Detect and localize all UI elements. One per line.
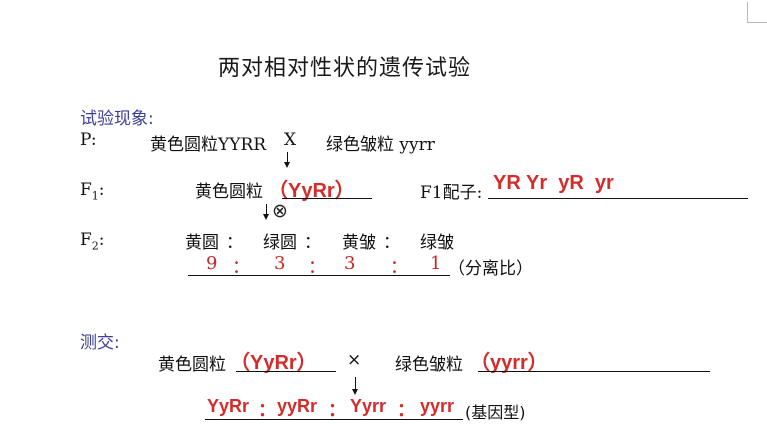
- f2-phenotype-1: 黄圆: [185, 233, 219, 253]
- f2-ratio-underline: [188, 275, 450, 276]
- down-arrow-icon: [352, 377, 358, 395]
- f2-phenotype-3: 黄皱: [342, 233, 376, 253]
- f2-phenotype-2: 绿圆: [263, 233, 297, 253]
- f1-gametes: YR Yr yR yr: [493, 172, 614, 194]
- f2-ratio-separator: ：: [232, 257, 250, 278]
- offspring-genotype-3: Yyrr: [350, 396, 387, 416]
- p-label: P:: [80, 130, 97, 150]
- testcross-heading: 测交:: [80, 333, 120, 353]
- testcross-parent2-underline: [478, 371, 710, 372]
- page-corner-mark: [747, 2, 767, 23]
- f2-phenotype-4: 绿皱: [420, 233, 454, 253]
- testcross-parent2-phenotype: 绿色皱粒: [395, 355, 463, 375]
- f1-genotype: （YyRr）: [268, 180, 355, 202]
- f2-ratio-1: 9: [206, 253, 218, 274]
- page-title: 两对相对性状的遗传试验: [218, 56, 472, 81]
- down-arrow-icon: [284, 152, 290, 168]
- offspring-genotype-4: yyrr: [420, 396, 455, 416]
- f1-phenotype: 黄色圆粒: [195, 182, 263, 202]
- f2-separator: ：: [383, 233, 400, 253]
- offspring-separator: ：: [397, 400, 415, 420]
- f2-ratio-2: 3: [274, 253, 286, 274]
- f2-ratio-separator: ：: [390, 257, 408, 278]
- f1-gametes-underline: [488, 198, 748, 199]
- testcross-cross-symbol: ×: [347, 350, 362, 370]
- testcross-parent1-phenotype: 黄色圆粒: [158, 355, 226, 375]
- f2-separator: ：: [226, 233, 243, 253]
- p-parent1: 黄色圆粒YYRR: [150, 135, 267, 155]
- offspring-genotype-2: yyRr: [277, 396, 318, 416]
- offspring-genotype-1: YyRr: [207, 396, 250, 416]
- offspring-note: (基因型): [465, 403, 526, 422]
- f2-ratio-separator: ：: [308, 257, 326, 278]
- f2-ratio-note: （分离比）: [448, 259, 533, 279]
- f1-gametes-label: F1配子:: [420, 183, 483, 203]
- testcross-parent1-underline: [236, 371, 336, 372]
- selfing-icon: ⊗: [272, 200, 288, 222]
- experiment-heading: 试验现象:: [80, 109, 154, 129]
- f2-separator: ：: [304, 233, 321, 253]
- f2-ratio-3: 3: [344, 253, 356, 274]
- p-cross-symbol: X: [284, 130, 297, 150]
- offspring-separator: ：: [258, 400, 276, 420]
- testcross-parent1-genotype: （YyRr）: [230, 352, 317, 374]
- f2-label: F2:: [80, 230, 105, 253]
- f2-ratio-4: 1: [430, 253, 442, 274]
- f1-genotype-underline: [282, 198, 372, 199]
- offspring-separator: ：: [328, 400, 346, 420]
- offspring-underline: [205, 419, 463, 420]
- p-parent2: 绿色皱粒 yyrr: [326, 135, 435, 155]
- down-arrow-icon: [263, 204, 269, 220]
- testcross-parent2-genotype: （yyrr）: [470, 352, 548, 374]
- f1-label: F1:: [80, 180, 105, 203]
